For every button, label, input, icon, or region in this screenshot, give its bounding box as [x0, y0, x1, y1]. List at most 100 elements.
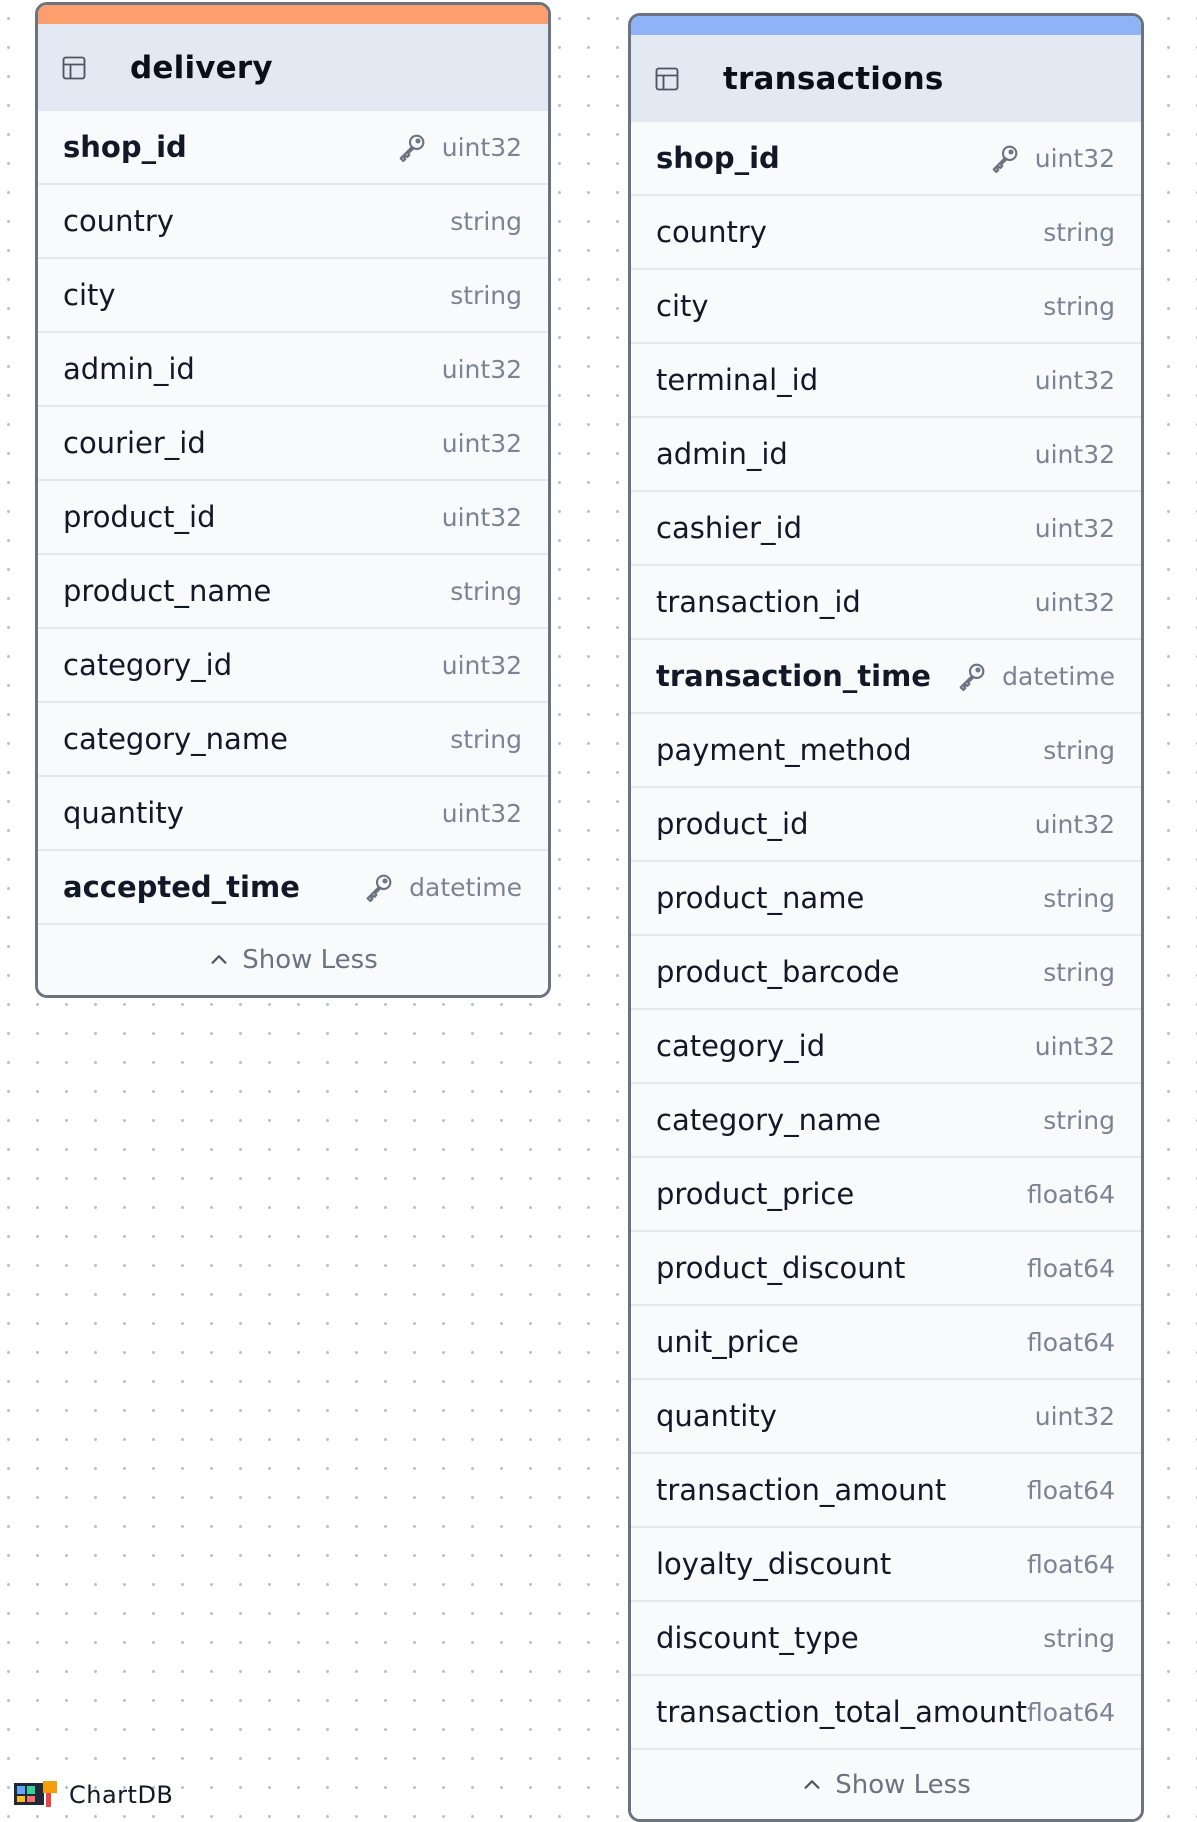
field-row[interactable]: quantity uint32	[631, 1380, 1141, 1454]
field-name: category_id	[63, 648, 233, 682]
field-name: shop_id	[63, 130, 187, 164]
field-row[interactable]: product_barcode string	[631, 936, 1141, 1010]
field-row[interactable]: category_id uint32	[38, 629, 548, 703]
field-type: uint32	[1034, 1031, 1115, 1061]
field-type: float64	[1027, 1697, 1116, 1727]
show-less-label: Show Less	[835, 1769, 971, 1800]
field-name: city	[63, 278, 116, 312]
field-name: product_barcode	[656, 955, 900, 989]
chevron-up-icon	[801, 1774, 823, 1796]
field-row[interactable]: category_id uint32	[631, 1010, 1141, 1084]
field-name: product_price	[656, 1177, 855, 1211]
brand[interactable]: ChartDB	[13, 1780, 173, 1810]
field-row[interactable]: country string	[38, 185, 548, 259]
field-type: uint32	[1034, 513, 1115, 543]
key-icon	[363, 871, 395, 903]
show-less-button[interactable]: Show Less	[631, 1750, 1141, 1819]
field-type: string	[450, 206, 522, 236]
field-name: country	[63, 204, 174, 238]
field-name: admin_id	[63, 352, 195, 386]
field-type: datetime	[1002, 661, 1115, 691]
field-type: uint32	[441, 502, 522, 532]
field-type: float64	[1027, 1549, 1115, 1579]
field-type: uint32	[1034, 809, 1115, 839]
field-type: uint32	[1034, 439, 1115, 469]
field-type: string	[1043, 217, 1115, 247]
field-name: payment_method	[656, 733, 912, 767]
field-name: category_id	[656, 1029, 826, 1063]
field-type: string	[1043, 957, 1115, 987]
table-icon	[653, 65, 681, 93]
table-color-bar	[631, 16, 1141, 35]
table-name: transactions	[723, 60, 944, 97]
key-icon	[396, 131, 428, 163]
brand-name: ChartDB	[69, 1781, 174, 1809]
field-name: product_id	[63, 500, 216, 534]
show-less-label: Show Less	[242, 945, 378, 975]
field-row[interactable]: quantity uint32	[38, 777, 548, 851]
field-type: float64	[1027, 1475, 1115, 1505]
field-row[interactable]: country string	[631, 196, 1141, 270]
field-row[interactable]: product_id uint32	[38, 481, 548, 555]
field-row[interactable]: product_name string	[631, 862, 1141, 936]
field-row[interactable]: loyalty_discount float64	[631, 1528, 1141, 1602]
table-header[interactable]: transactions	[631, 35, 1141, 122]
field-name: product_name	[656, 881, 865, 915]
field-row[interactable]: category_name string	[38, 703, 548, 777]
field-name: category_name	[63, 722, 288, 756]
field-name: discount_type	[656, 1621, 859, 1655]
field-row[interactable]: transaction_amount float64	[631, 1454, 1141, 1528]
field-row[interactable]: transaction_time datetime	[631, 640, 1141, 714]
field-type: float64	[1027, 1253, 1115, 1283]
field-type: uint32	[1034, 1401, 1115, 1431]
field-type: uint32	[441, 650, 522, 680]
field-type: string	[1043, 735, 1115, 765]
field-name: transaction_time	[656, 659, 931, 693]
field-type: string	[450, 576, 522, 606]
field-type: string	[450, 724, 522, 754]
show-less-button[interactable]: Show Less	[38, 925, 548, 995]
table-color-bar	[38, 5, 548, 24]
field-type: string	[1043, 883, 1115, 913]
field-name: loyalty_discount	[656, 1547, 892, 1581]
field-name: category_name	[656, 1103, 881, 1137]
field-name: unit_price	[656, 1325, 799, 1359]
field-type: uint32	[441, 798, 522, 828]
field-row[interactable]: city string	[38, 259, 548, 333]
key-icon	[956, 660, 988, 692]
table-icon	[60, 54, 88, 82]
field-type: string	[450, 280, 522, 310]
field-type: uint32	[1034, 587, 1115, 617]
field-name: country	[656, 215, 767, 249]
field-row[interactable]: cashier_id uint32	[631, 492, 1141, 566]
field-name: cashier_id	[656, 511, 802, 545]
field-name: quantity	[63, 796, 184, 830]
field-name: quantity	[656, 1399, 777, 1433]
field-type: uint32	[441, 428, 522, 458]
field-type: uint32	[1034, 143, 1115, 173]
field-type: datetime	[409, 872, 522, 902]
field-name: transaction_amount	[656, 1473, 947, 1507]
table-header[interactable]: delivery	[38, 24, 548, 111]
field-row[interactable]: payment_method string	[631, 714, 1141, 788]
